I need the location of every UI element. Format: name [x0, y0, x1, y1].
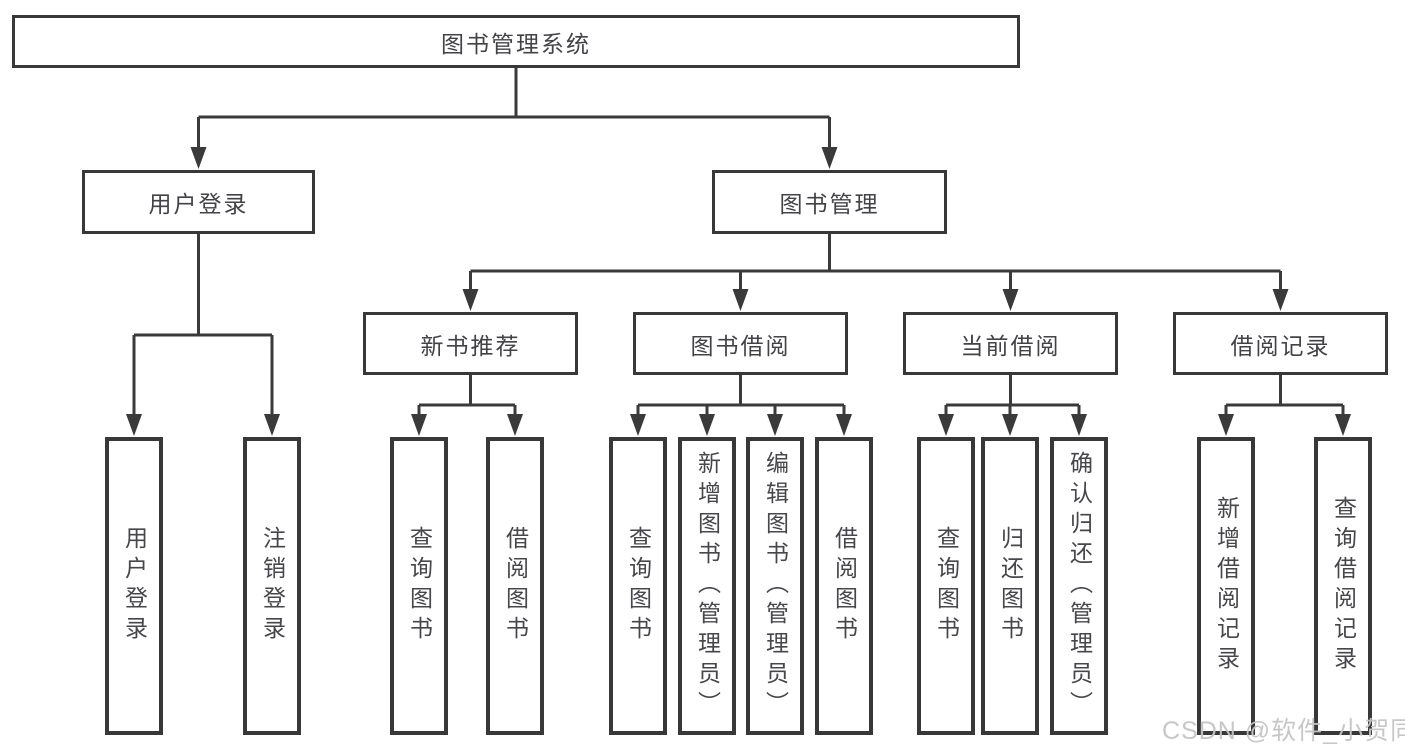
node-book-management: 图书管理 [712, 170, 947, 234]
node-root-label: 图书管理系统 [441, 30, 591, 57]
node-current-borrow-label: 当前借阅 [960, 332, 1061, 359]
leaf-return-book: 归还图书 [981, 437, 1039, 735]
node-user-login-label: 用户登录 [148, 191, 249, 217]
csdn-watermark: CSDN @软件_小贺同学 [1162, 717, 1405, 745]
leaf-logout: 注销登录 [243, 437, 301, 735]
leaf-add-book-admin-label: 新增图书（管理员） [694, 451, 721, 721]
leaf-logout-label: 注销登录 [259, 526, 286, 646]
arrowheads [126, 147, 1351, 436]
leaf-user-login-label: 用户登录 [121, 526, 148, 646]
arrowhead-icon [1002, 414, 1018, 436]
connector-bookborrow-to-leaves [636, 375, 846, 418]
node-new-book-recommend-label: 新书推荐 [420, 332, 521, 359]
node-current-borrow: 当前借阅 [903, 312, 1118, 375]
arrowhead-icon [732, 289, 749, 311]
leaf-borrow-book-2-label: 借阅图书 [831, 526, 858, 646]
leaf-query-book-3: 查询图书 [917, 437, 975, 735]
leaf-borrow-book-2: 借阅图书 [815, 437, 873, 735]
connector-root-to-level2 [197, 67, 831, 150]
leaf-borrow-book-1-label: 借阅图书 [502, 526, 529, 646]
arrowhead-icon [462, 289, 479, 311]
node-borrow-record-label: 借阅记录 [1230, 332, 1331, 359]
connector-currentborrow-to-leaves [944, 375, 1081, 418]
arrowhead-icon [1272, 289, 1289, 311]
leaf-query-book-1: 查询图书 [390, 437, 448, 735]
node-borrow-record: 借阅记录 [1173, 312, 1388, 375]
leaf-query-book-2: 查询图书 [609, 437, 667, 735]
leaf-edit-book-admin-label: 编辑图书（管理员） [762, 451, 789, 721]
leaf-add-book-admin: 新增图书（管理员） [678, 437, 736, 735]
arrowhead-icon [507, 414, 523, 436]
leaf-user-login: 用户登录 [105, 437, 163, 735]
connector-bookmgmt-to-level3 [469, 234, 1282, 292]
leaf-edit-book-admin: 编辑图书（管理员） [746, 437, 804, 735]
arrowhead-icon [767, 414, 783, 436]
node-book-borrow: 图书借阅 [633, 312, 848, 375]
leaf-borrow-book-1: 借阅图书 [486, 437, 544, 735]
arrowhead-icon [190, 147, 207, 169]
connector-borrowrecord-to-leaves [1224, 375, 1345, 418]
arrowhead-icon [699, 414, 715, 436]
node-root: 图书管理系统 [12, 15, 1020, 68]
leaf-return-book-label: 归还图书 [997, 526, 1024, 646]
leaf-confirm-return-admin-label: 确认归还（管理员） [1066, 451, 1093, 721]
arrowhead-icon [1002, 289, 1019, 311]
arrowhead-icon [1218, 414, 1234, 436]
leaf-confirm-return-admin: 确认归还（管理员） [1050, 437, 1108, 735]
leaf-query-book-1-label: 查询图书 [406, 526, 433, 646]
arrowhead-icon [126, 414, 142, 436]
node-new-book-recommend: 新书推荐 [363, 312, 578, 375]
arrowhead-icon [630, 414, 646, 436]
node-user-login: 用户登录 [82, 170, 315, 234]
leaf-query-book-3-label: 查询图书 [933, 526, 960, 646]
arrowhead-icon [836, 414, 852, 436]
arrowhead-icon [1335, 414, 1351, 436]
arrowhead-icon [1071, 414, 1087, 436]
leaf-query-borrow-record: 查询借阅记录 [1314, 437, 1372, 735]
leaf-add-borrow-record-label: 新增借阅记录 [1213, 496, 1240, 676]
arrowhead-icon [938, 414, 954, 436]
leaf-add-borrow-record: 新增借阅记录 [1197, 437, 1255, 735]
node-book-management-label: 图书管理 [779, 191, 880, 217]
leaf-query-borrow-record-label: 查询借阅记录 [1330, 496, 1357, 676]
connector-userlogin-to-leaves [132, 234, 274, 418]
leaf-query-book-2-label: 查询图书 [625, 526, 652, 646]
arrowhead-icon [264, 414, 280, 436]
node-book-borrow-label: 图书借阅 [690, 332, 791, 359]
connector-newbook-to-leaves [417, 375, 517, 418]
arrowhead-icon [411, 414, 427, 436]
arrowhead-icon [821, 147, 838, 169]
